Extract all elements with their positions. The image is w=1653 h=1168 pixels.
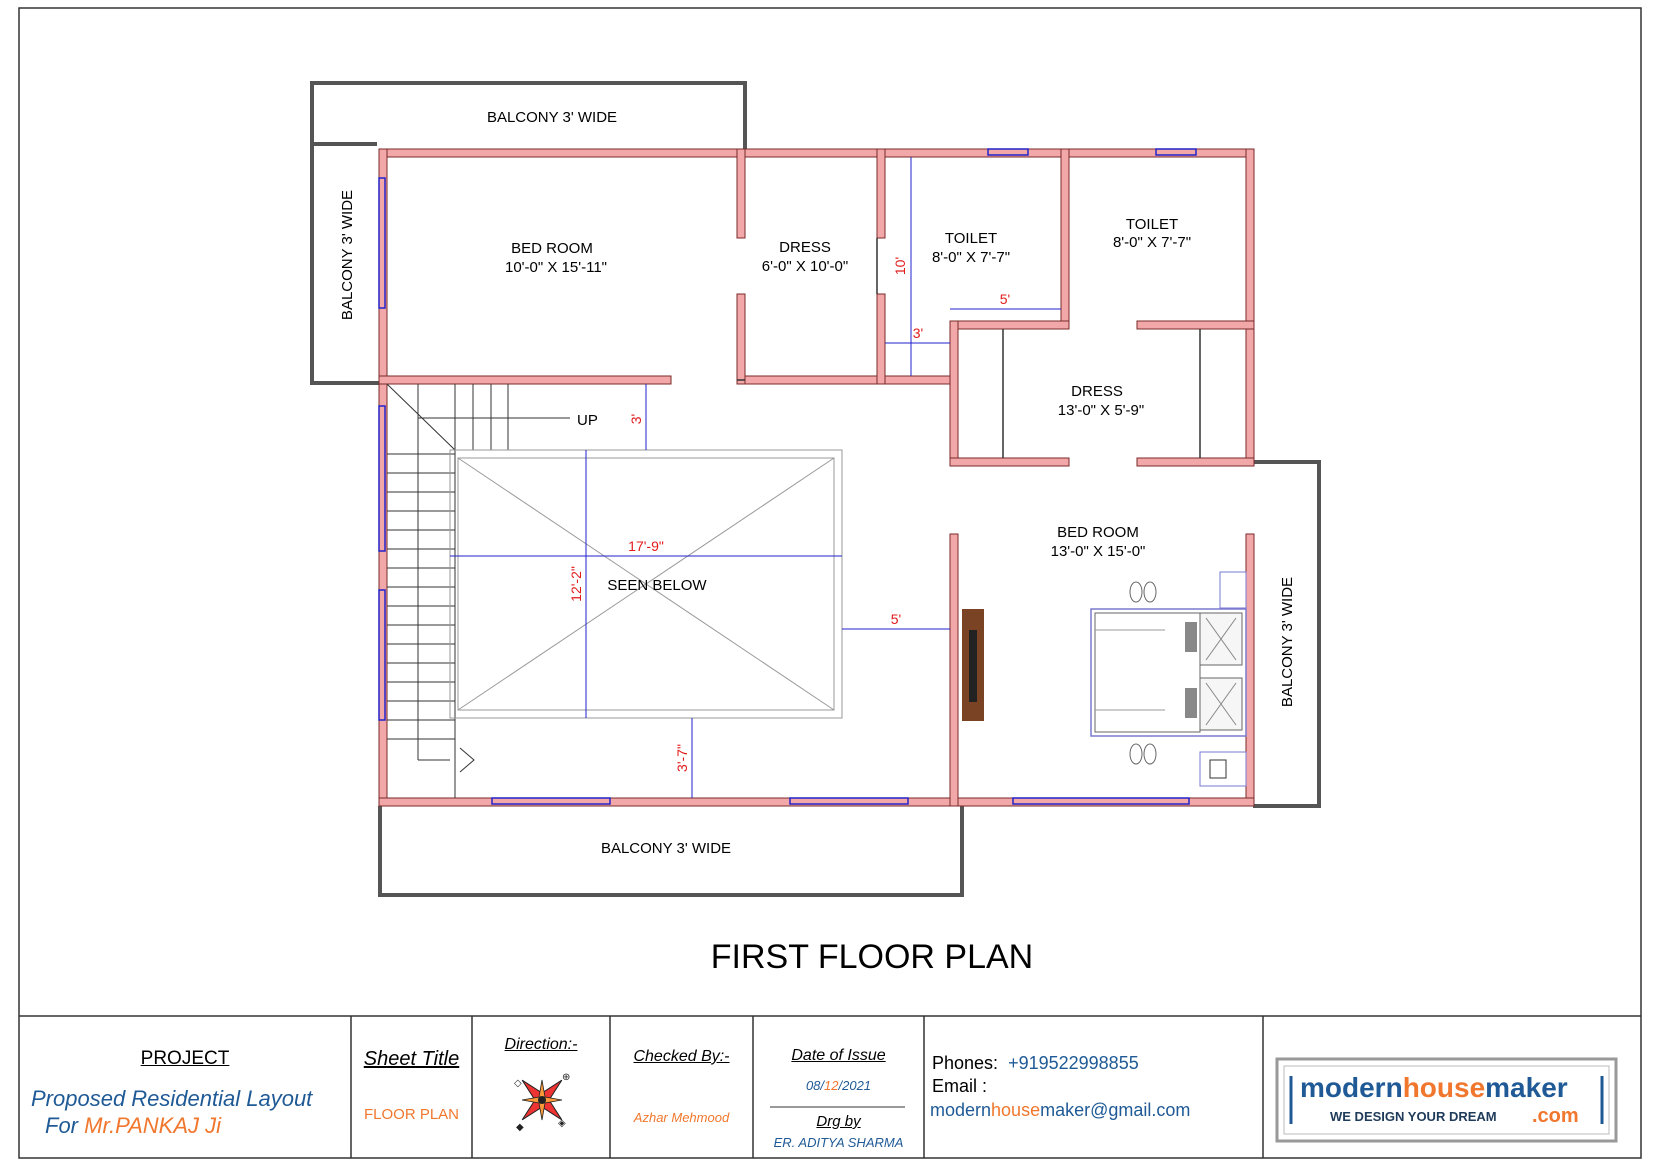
balconies bbox=[310, 81, 1321, 897]
room-size: 10'-0" X 15'-11" bbox=[505, 259, 607, 276]
dimension-lines bbox=[450, 157, 1061, 798]
room-labels: BED ROOM 10'-0" X 15'-11" DRESS 6'-0" X … bbox=[339, 109, 1296, 857]
walls bbox=[378, 148, 1255, 807]
email-address[interactable]: modernhousemaker@gmail.com bbox=[930, 1100, 1191, 1120]
dimension-label: 10' bbox=[892, 257, 908, 275]
room-size: 8'-0" X 7'-7" bbox=[932, 249, 1010, 266]
room-name: BED ROOM bbox=[1057, 524, 1139, 541]
room-name: DRESS bbox=[779, 239, 831, 256]
room-size: 8'-0" X 7'-7" bbox=[1113, 234, 1191, 251]
drawing-title: FIRST FLOOR PLAN bbox=[711, 938, 1033, 976]
title-block-grid bbox=[350, 1016, 1264, 1158]
logo: modernhousemaker WE DESIGN YOUR DREAM .c… bbox=[1275, 1057, 1618, 1143]
stair-up-label: UP bbox=[577, 412, 598, 429]
drg-heading: Drg by bbox=[816, 1113, 861, 1130]
compass-icon: ⊕ ◇ ◈ ◆ bbox=[514, 1072, 570, 1133]
project-heading: PROJECT bbox=[140, 1048, 230, 1069]
seen-below-label: SEEN BELOW bbox=[607, 577, 707, 594]
svg-text:◆: ◆ bbox=[516, 1122, 524, 1133]
balcony-bottom-outline bbox=[378, 806, 964, 897]
staircase bbox=[386, 383, 570, 798]
date-heading: Date of Issue bbox=[791, 1047, 886, 1064]
project-line2-prefix: For bbox=[45, 1113, 85, 1138]
balcony-label-bottom: BALCONY 3' WIDE bbox=[601, 840, 731, 857]
email-label: Email : bbox=[932, 1076, 988, 1096]
balcony-label-top: BALCONY 3' WIDE bbox=[487, 109, 617, 126]
svg-text:modernhousemaker: modernhousemaker bbox=[1300, 1072, 1568, 1103]
dimension-label: 3' bbox=[628, 414, 644, 424]
client-name: Mr.PANKAJ Ji bbox=[84, 1113, 222, 1138]
dimension-label: 3'-7" bbox=[674, 744, 690, 772]
room-name: BED ROOM bbox=[511, 240, 593, 257]
dimension-label: 5' bbox=[1000, 291, 1010, 307]
room-size: 13'-0" X 5'-9" bbox=[1058, 402, 1144, 419]
dimension-labels: 10' 5' 3' 3' 17'-9" 12'-2" 5' 3'-7" bbox=[568, 257, 1010, 772]
bed-furniture bbox=[962, 571, 1247, 787]
logo-tagline: WE DESIGN YOUR DREAM bbox=[1330, 1109, 1497, 1124]
phone-number[interactable]: +919522998855 bbox=[1008, 1053, 1139, 1073]
project-line1: Proposed Residential Layout bbox=[31, 1086, 313, 1111]
room-name: TOILET bbox=[1126, 216, 1178, 233]
dimension-label: 5' bbox=[891, 611, 901, 627]
room-name: DRESS bbox=[1071, 383, 1123, 400]
balcony-label-right: BALCONY 3' WIDE bbox=[1279, 577, 1296, 707]
balcony-right-outline bbox=[1253, 460, 1321, 808]
room-size: 13'-0" X 15'-0" bbox=[1051, 543, 1146, 560]
dimension-label: 17'-9" bbox=[628, 538, 664, 554]
balcony-left-outline bbox=[310, 83, 380, 385]
dimension-label: 3' bbox=[913, 325, 923, 341]
room-size: 6'-0" X 10'-0" bbox=[762, 258, 848, 275]
direction-heading: Direction:- bbox=[504, 1036, 578, 1053]
svg-text:◈: ◈ bbox=[558, 1118, 566, 1129]
date-value: 08/12/2021 bbox=[805, 1078, 872, 1093]
checked-by-value: Azhar Mehmood bbox=[633, 1110, 730, 1125]
svg-text:⊕: ⊕ bbox=[562, 1072, 570, 1083]
balcony-label-left: BALCONY 3' WIDE bbox=[339, 190, 356, 320]
phones-line: Phones: +919522998855 bbox=[932, 1053, 1139, 1073]
sheet-title-heading: Sheet Title bbox=[363, 1048, 460, 1070]
logo-com: .com bbox=[1532, 1105, 1579, 1127]
project-line2: For Mr.PANKAJ Ji bbox=[45, 1113, 345, 1139]
sheet-border bbox=[18, 7, 1642, 1159]
dimension-label: 12'-2" bbox=[568, 566, 584, 602]
room-name: TOILET bbox=[945, 230, 997, 247]
sheet-title-value: FLOOR PLAN bbox=[363, 1106, 460, 1123]
drg-value: ER. ADITYA SHARMA bbox=[773, 1135, 904, 1150]
windows bbox=[378, 148, 1197, 805]
svg-text:◇: ◇ bbox=[514, 1078, 522, 1089]
checked-by-heading: Checked By:- bbox=[633, 1048, 730, 1065]
